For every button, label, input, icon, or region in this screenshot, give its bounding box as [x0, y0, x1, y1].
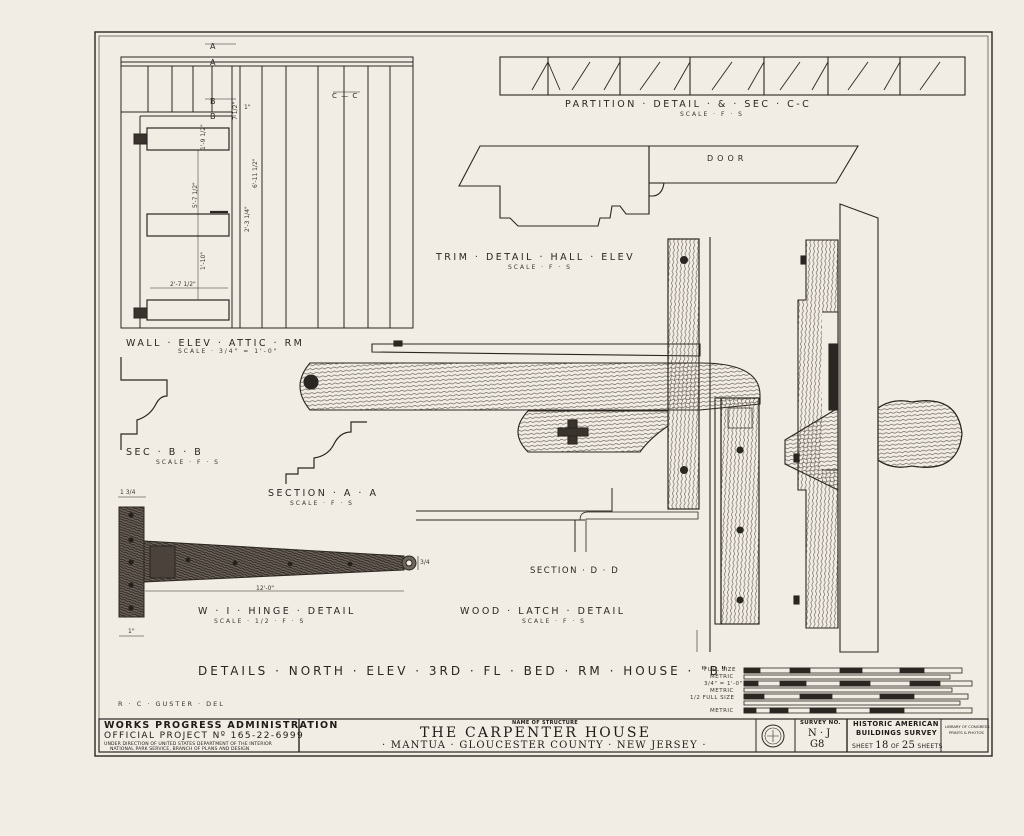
- partition-detail: [499, 56, 966, 96]
- delineator: R · C · GUSTER · DEL: [118, 700, 225, 708]
- scale-label-3: METRIC: [710, 688, 734, 694]
- sheet-word: SHEET: [852, 743, 874, 750]
- sec-dd-title: SECTION · D · D: [530, 566, 620, 576]
- location: · MANTUA · GLOUCESTER COUNTY · NEW JERSE…: [382, 740, 707, 751]
- section-mark-b1: B: [210, 97, 216, 106]
- hinge-drawing: [118, 496, 419, 637]
- latch-scale: SCALE · F · S: [522, 618, 586, 625]
- hinge-scale: SCALE · 1/2 · F · S: [214, 618, 306, 625]
- section-aa-profile: [285, 421, 367, 484]
- trim-scale: SCALE · F · S: [508, 264, 572, 271]
- partition-title: PARTITION · DETAIL · & · SEC · C-C: [565, 99, 812, 110]
- wpa-line3: UNDER DIRECTION OF UNITED STATES DEPARTM…: [104, 742, 272, 747]
- section-mark-b2: B: [210, 112, 216, 121]
- dim-hinge-length: 12'-0": [256, 585, 275, 592]
- sec-bb-scale: SCALE · F · S: [156, 459, 220, 466]
- dim-wall-total: 6'-11 1/2": [252, 158, 259, 188]
- survey-label: SURVEY NO.: [800, 720, 841, 726]
- survey-number: G8: [810, 739, 825, 750]
- dim-wall-d: 1": [244, 104, 251, 111]
- latch-title: WOOD · LATCH · DETAIL: [460, 606, 626, 617]
- wpa-line2: OFFICIAL PROJECT Nº 165-22-6999: [104, 731, 305, 741]
- survey-seal: [761, 724, 785, 748]
- loc-line2: PRINTS & PHOTOS: [949, 730, 984, 735]
- section-bb-profile: [120, 357, 168, 450]
- scale-label-1: METRIC: [710, 674, 734, 680]
- wpa-line1: WORKS PROGRESS ADMINISTRATION: [104, 720, 339, 731]
- dim-hinge-bottom: 1": [128, 628, 135, 635]
- scale-label-4: 1/2 FULL SIZE: [690, 695, 735, 701]
- sheet-number: 18: [875, 740, 889, 751]
- dim-hinge-knob: 3/4: [420, 559, 430, 566]
- dim-wall-bottom: 2'-7 1/2": [170, 281, 196, 288]
- sheet-count: SHEET 18 OF 25 SHEETS: [852, 740, 943, 751]
- sheets-word: SHEETS: [917, 743, 943, 750]
- sec-aa-title: SECTION · A · A: [268, 488, 379, 499]
- main-title: DETAILS · NORTH · ELEV · 3RD · FL · BED …: [198, 664, 730, 678]
- dim-wall-mid: 5'-7 1/2": [192, 182, 199, 208]
- hinge-title: W · I · HINGE · DETAIL: [198, 606, 356, 617]
- wall-elev-scale: SCALE · 3/4" = 1'-0": [178, 348, 279, 355]
- dim-wall-b: 1'-10": [200, 251, 207, 270]
- sheet-total: 25: [901, 740, 916, 751]
- door-label: DOOR: [707, 154, 748, 163]
- cc-mark: C — C: [332, 92, 359, 100]
- outer-border: [94, 31, 993, 757]
- survey-state: N · J: [808, 728, 831, 739]
- section-mark-a1: A: [210, 42, 216, 51]
- sheet-of: OF: [890, 743, 900, 750]
- dim-wall-c: 7 1/2": [232, 101, 239, 120]
- graphic-scales: [743, 667, 973, 714]
- wpa-line4: NATIONAL PARK SERVICE, BRANCH OF PLANS A…: [110, 747, 250, 752]
- title-block-frame: [98, 718, 989, 753]
- sec-bb-title: SEC · B · B: [126, 447, 204, 458]
- wall-elevation: [120, 43, 414, 329]
- loc-line1: LIBRARY OF CONGRESS: [945, 724, 990, 729]
- dim-wall-e: 2'-3 1/4": [244, 206, 251, 232]
- dim-hinge-width: 1 3/4: [120, 489, 136, 496]
- structure-name: THE CARPENTER HOUSE: [420, 725, 652, 741]
- scale-label-0: FULL SIZE: [704, 667, 736, 673]
- partition-scale: SCALE · F · S: [680, 111, 744, 118]
- habs-line1: HISTORIC AMERICAN: [853, 720, 939, 728]
- section-mark-a2: A: [210, 58, 216, 67]
- wall-elev-title: WALL · ELEV · ATTIC · RM: [126, 338, 305, 349]
- latch-side-section: [784, 203, 963, 653]
- trim-detail: [458, 145, 859, 227]
- dim-wall-a: 1'-9 1/2": [200, 124, 207, 150]
- wood-latch: [299, 237, 761, 652]
- name-label: NAME OF STRUCTURE: [512, 720, 579, 726]
- sec-aa-scale: SCALE · F · S: [290, 500, 354, 507]
- habs-line2: BUILDINGS SURVEY: [856, 729, 938, 737]
- trim-title: TRIM · DETAIL · HALL · ELEV: [436, 252, 636, 263]
- scale-label-5: METRIC: [710, 708, 734, 714]
- scale-label-2: 3/4" = 1'-0": [704, 681, 743, 687]
